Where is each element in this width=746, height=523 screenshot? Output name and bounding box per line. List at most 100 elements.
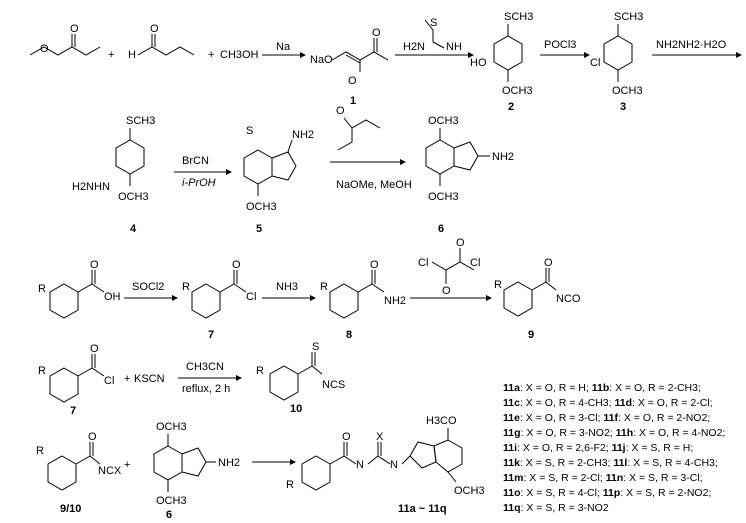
product-11-h3co: H3CO [426, 415, 457, 427]
isothiourea-s: S [430, 17, 437, 29]
legend-substituents: : X = O, R = 4-CH3; [520, 397, 615, 409]
compound-6-number: 6 [438, 223, 444, 235]
legend-substituents: : X = O, R = 2-CH3; [609, 382, 701, 394]
compound-4-h2nhn: H2NHN [72, 181, 110, 193]
legend-compound-id: 11g [503, 427, 521, 439]
legend-substituents: : X = O, R = 3-NO2; [521, 427, 616, 439]
isocyanate-9-nco: NCO [556, 293, 581, 305]
reagent-kscn: KSCN [134, 373, 165, 385]
compound-5-nh2: NH2 [292, 129, 314, 141]
isothiocyanate-10-ncs: NCS [322, 379, 345, 391]
compound-5-number: 5 [256, 223, 262, 235]
oxalyl-o-1: O [442, 285, 451, 297]
product-11-x: X [376, 431, 384, 443]
reagent-nh3: NH3 [276, 281, 298, 293]
isocyanate-9-r: R [494, 279, 502, 291]
compound-3-cl: Cl [590, 57, 600, 69]
product-11 [301, 428, 463, 491]
legend-compound-id: 11k [503, 457, 520, 469]
acid-chloride-7b-cl: Cl [104, 375, 114, 387]
legend-row: 11q: X = S, R = 3-NO2 [503, 502, 609, 514]
compound-6b-number: 6 [166, 509, 172, 521]
isocyanate-9-o: O [544, 257, 553, 269]
legend-compound-id: 11d [614, 397, 632, 409]
legend-substituents: : X = O, R = 2-Cl; [632, 397, 713, 409]
acid-chloride-7-r: R [182, 281, 190, 293]
compound-6-och3-bottom: OCH3 [428, 191, 459, 203]
compound-7b-number: 7 [70, 405, 76, 417]
methanol-label: CH3OH [220, 49, 259, 61]
compound-5-och3: OCH3 [246, 201, 277, 213]
legend-row: 11i: X = O, R = 2,6-F2; 11j: X = S, R = … [503, 442, 693, 454]
acrylate-o: O [336, 105, 345, 117]
plus-2: + [208, 49, 214, 61]
isothiourea-nh: NH [446, 41, 462, 53]
isocyanate-9 [503, 268, 557, 317]
benzamide-8-o: O [370, 259, 379, 271]
compound-4-sch3: SCH3 [126, 115, 155, 127]
compound-7-number: 7 [208, 329, 214, 341]
isothiocyanate-10 [269, 352, 323, 401]
product-11-nh-1: N [356, 459, 364, 471]
compound-9-number: 9 [528, 329, 534, 341]
legend-substituents: : X = O, R = H; [520, 382, 592, 394]
compound-3-ring [603, 24, 633, 82]
compound-2-ho: HO [470, 57, 487, 69]
isothiourea-h2n: H2N [403, 41, 425, 53]
ethyl-formate [137, 34, 195, 56]
legend-row: 11o: X = S, R = 4-Cl; 11p: X = S, R = 2-… [503, 487, 711, 499]
product-11-nh-2: N [390, 459, 398, 471]
compound-6-nh2: NH2 [492, 151, 514, 163]
compound-1-o: O [372, 27, 381, 39]
acid-chloride-7 [191, 270, 247, 319]
legend-compound-id: 11b [592, 382, 610, 394]
reagent-iproh: i-PrOH [182, 177, 216, 189]
compound-4-ring [115, 128, 145, 186]
compound-6b-och3-bottom: OCH3 [156, 495, 187, 507]
oxalyl-cl-1: Cl [418, 257, 428, 269]
legend-compound-id: 11j [612, 442, 626, 454]
compound-2-number: 2 [508, 101, 514, 113]
benzoic-acid-r: R [38, 283, 46, 295]
compound-6-och3-top: OCH3 [428, 115, 459, 127]
acid-chloride-7b-r: R [38, 365, 46, 377]
svg-text:O: O [40, 43, 49, 55]
oxalyl-o-2: O [456, 237, 465, 249]
legend-compound-id: 11a [503, 382, 520, 394]
compound-5-bicycle [243, 139, 297, 196]
benzamide-8 [329, 270, 385, 319]
reagent-ch3cn: CH3CN [186, 361, 224, 373]
legend-compound-id: 11q [503, 502, 521, 514]
plus-3: + [124, 373, 130, 385]
product-11-o: O [342, 431, 351, 443]
compound-6b-och3-top: OCH3 [156, 421, 187, 433]
legend-row: 11k: X = S, R = 2-CH3; 11l: X = S, R = 4… [503, 457, 718, 469]
isocyanate-9-10-o: O [88, 431, 97, 443]
compound-10-number: 10 [290, 403, 302, 415]
legend-row: 11a: X = O, R = H; 11b: X = O, R = 2-CH3… [503, 382, 701, 394]
isothiocyanate-10-r: R [256, 365, 264, 377]
legend-row: 11m: X = S, R = 2-Cl; 11n: X = S, R = 3-… [503, 472, 703, 484]
legend-substituents: : X = S, R = 4-Cl; [521, 487, 603, 499]
compound-4-number: 4 [130, 223, 137, 235]
compound-6b-bicycle [153, 434, 216, 492]
plus-1: + [108, 49, 114, 61]
acid-chloride-7-o: O [232, 259, 241, 271]
legend-compound-id: 11h [616, 427, 634, 439]
acid-chloride-7-cl: Cl [246, 291, 256, 303]
compound-8-number: 8 [346, 329, 352, 341]
isocyanate-9-10-r: R [36, 445, 44, 457]
reagent-reflux: reflux, 2 h [182, 383, 230, 395]
compound-4-och3: OCH3 [118, 191, 149, 203]
isocyanate-9-10 [47, 442, 101, 491]
legend-row: 11c: X = O, R = 4-CH3; 11d: X = O, R = 2… [503, 397, 713, 409]
compound-9-10-number: 9/10 [60, 503, 81, 515]
legend-compound-id: 11c [503, 397, 520, 409]
legend-substituents: : X = S, R = 4-CH3; [627, 457, 717, 469]
legend-compound-id: 11m [503, 472, 523, 484]
reagent-hydrazine: NH2NH2·H2O [656, 39, 727, 51]
legend-substituents: : X = S, R = 2-Cl; [523, 472, 605, 484]
legend-compound-id: 11f [603, 412, 618, 424]
